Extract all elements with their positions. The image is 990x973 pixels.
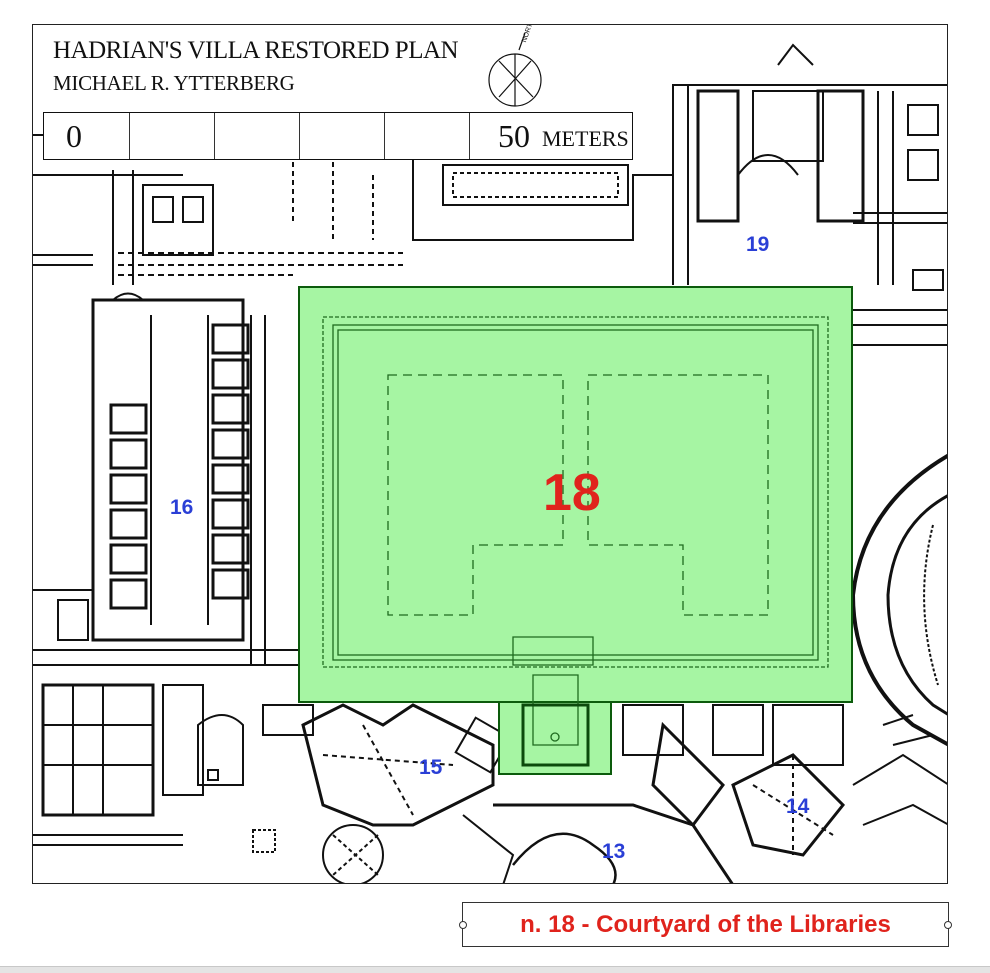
caption-text: n. 18 - Courtyard of the Libraries <box>520 910 891 938</box>
resize-handle-left[interactable] <box>459 921 467 929</box>
zone-label-18[interactable]: 18 <box>543 464 601 522</box>
zone-label-15[interactable]: 15 <box>419 756 443 779</box>
map-frame: HADRIAN'S VILLA RESTORED PLAN MICHAEL R.… <box>32 24 948 884</box>
resize-handle-right[interactable] <box>944 921 952 929</box>
zone-label-16[interactable]: 16 <box>170 496 194 519</box>
caption-box[interactable]: n. 18 - Courtyard of the Libraries <box>459 902 952 947</box>
scale-start-label: 0 <box>66 118 82 154</box>
scale-unit-label: METERS <box>542 126 629 151</box>
map-title: HADRIAN'S VILLA RESTORED PLAN <box>53 37 459 64</box>
map-author: MICHAEL R. YTTERBERG <box>53 71 295 95</box>
zone-label-13[interactable]: 13 <box>602 840 626 863</box>
scale-end-label: 50 <box>498 118 530 154</box>
bottom-edge-bar <box>0 966 990 973</box>
zone-label-19[interactable]: 19 <box>746 233 770 256</box>
scale-bar: 0 50 METERS <box>43 112 633 160</box>
site-plan-drawing <box>33 32 947 883</box>
zone-label-14[interactable]: 14 <box>786 795 810 818</box>
